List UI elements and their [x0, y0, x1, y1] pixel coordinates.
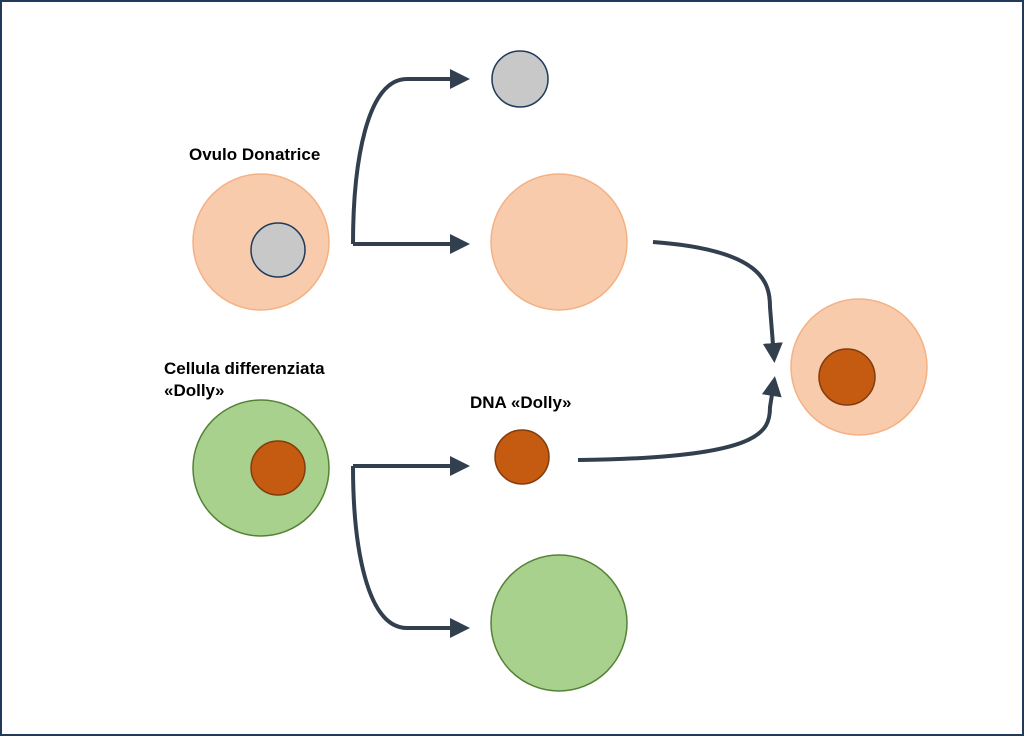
- donor-egg-label: Ovulo Donatrice: [189, 144, 320, 166]
- clone-cell: [790, 298, 928, 436]
- removed-nucleus: [491, 50, 549, 108]
- arrow-to-removed-nucleus: [351, 69, 470, 245]
- differentiated-cell-label-line2: «Dolly»: [164, 381, 225, 400]
- arrow-to-green-cell: [351, 465, 470, 638]
- donor-egg-nucleus: [250, 222, 306, 278]
- arrow-egg-to-clone: [652, 240, 783, 363]
- differentiated-cell-nucleus: [250, 440, 306, 496]
- differentiated-cell-label: Cellula differenziata «Dolly»: [164, 358, 325, 402]
- enucleated-egg: [490, 173, 628, 311]
- denucleated-green-cell: [490, 554, 628, 692]
- dolly-dna-label: DNA «Dolly»: [470, 392, 571, 414]
- dolly-dna-nucleus: [494, 429, 550, 485]
- differentiated-cell: [192, 399, 330, 537]
- arrow-dna-to-clone: [577, 376, 782, 462]
- differentiated-cell-label-line1: Cellula differenziata: [164, 359, 325, 378]
- clone-cell-nucleus: [818, 348, 876, 406]
- donor-egg-cell: [192, 173, 330, 311]
- dolly-dna-label-text: DNA «Dolly»: [470, 393, 572, 412]
- donor-egg-label-text: Ovulo Donatrice: [189, 145, 321, 164]
